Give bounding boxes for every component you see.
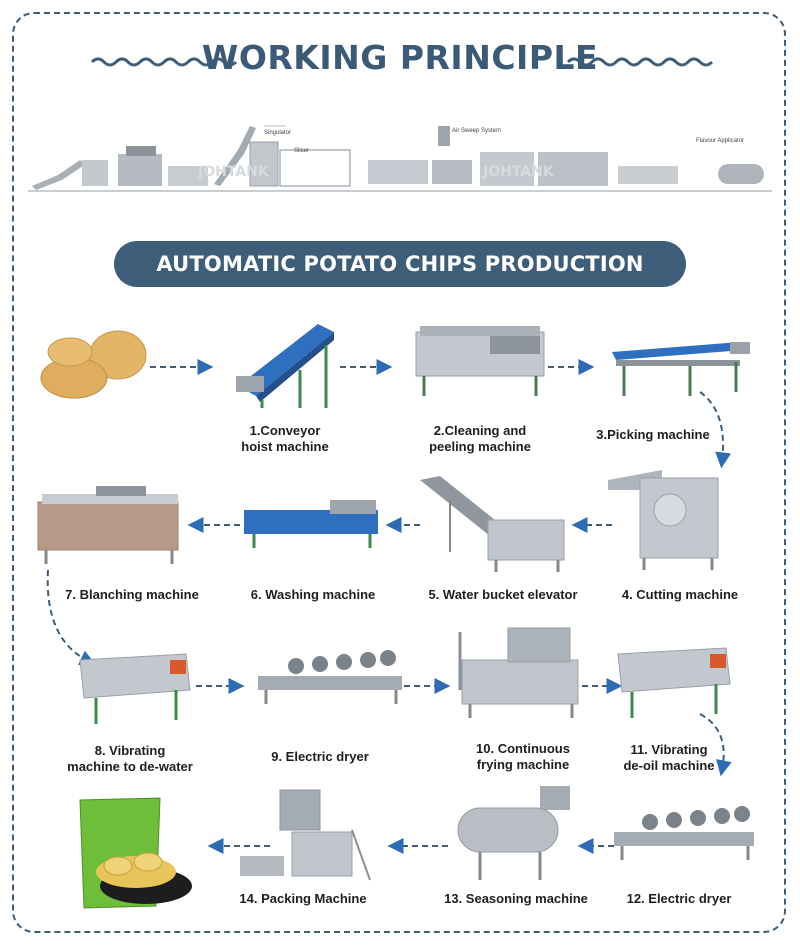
callout-flavour: Flavour Applicator [696,138,744,144]
machine-6-washing [244,500,378,548]
potato-chips-product [79,797,192,909]
potato-image [40,330,147,399]
machine-10-continuous-fryer [458,627,579,718]
machine-11-vibrating-de-oil [617,647,731,718]
callout-air-sweep: Air Sweep System [452,128,501,134]
wave-decor [90,57,714,67]
title-area: WORKING PRINCIPLE [0,38,800,82]
callout-singulator: Singulator [264,130,291,136]
watermark-2: JOHTANK [482,164,555,180]
machine-7-blanching [37,486,179,564]
arrow-7-to-8 [46,569,96,666]
machine-5-water-bucket-elevator [420,476,565,572]
process-banner: AUTOMATIC POTATO CHIPS PRODUCTION PROCES… [114,241,686,322]
production-line-illustration: Singulator Slicer Air Sweep System Flavo… [28,125,772,192]
step-label-7: 7. Blanching machine [65,587,199,602]
step-label-9: 9. Electric dryer [271,749,369,764]
machine-14-packing [240,789,371,881]
step-label-4: 4. Cutting machine [621,587,739,602]
wave-right [566,57,714,67]
step-label-14: 14. Packing Machine [239,891,367,906]
watermark-1: JOHTANK [197,164,270,180]
step-label-5: 5. Water bucket elevator [428,587,578,602]
arrow-3-to-4 [699,391,732,469]
machine-2-cleaning-peeling [415,326,545,396]
callout-slicer: Slicer [294,148,309,154]
machine-1-conveyor-hoist [236,324,334,408]
dashed-frame [12,12,786,933]
machine-12-electric-dryer [614,806,754,860]
machine-13-seasoning [457,786,570,880]
machine-8-vibrating-de-water [79,653,191,724]
step-label-3: 3.Picking machine [596,427,710,442]
machine-3-picking [612,342,750,396]
step-label-13: 13. Seasoning machine [444,891,588,906]
wave-left [90,57,238,67]
page-title: WORKING PRINCIPLE [201,38,599,77]
machine-4-cutting [608,470,719,570]
step-label-6: 6. Washing machine [250,587,376,602]
step-label-12: 12. Electric dryer [626,891,732,906]
machine-9-electric-dryer [258,650,402,704]
arrow-11-to-12 [699,713,732,777]
